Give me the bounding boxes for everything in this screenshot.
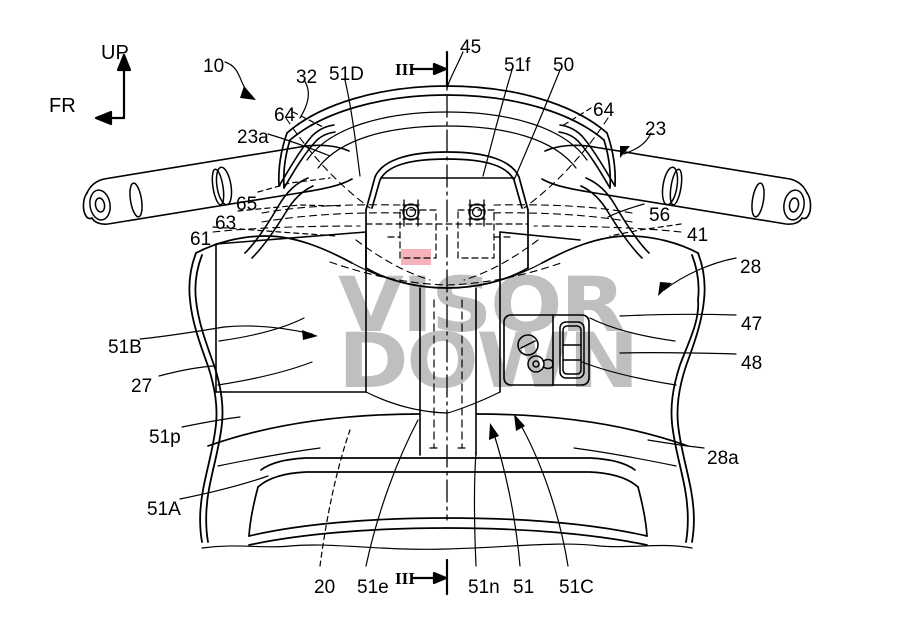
- left-grip-end-cap: [89, 189, 111, 221]
- left-grip-flange: [211, 166, 233, 206]
- phantom-lines: [212, 117, 682, 286]
- callout-48: 48: [741, 353, 763, 374]
- orientation-fr-label: FR: [49, 95, 76, 117]
- callout-65: 65: [236, 194, 258, 215]
- rocker-switch: [559, 321, 585, 379]
- callout-63: 63: [215, 213, 237, 234]
- callout-23a: 23a: [237, 127, 269, 148]
- lower-cowl-apron: [207, 413, 689, 546]
- leader-lines-bottom: [319, 414, 569, 567]
- ignition-switch-module: [503, 314, 590, 386]
- cowl-inner-panel: [215, 231, 367, 393]
- cowl-face-detail-arcs: [351, 262, 543, 414]
- callout-28a: 28a: [707, 448, 739, 469]
- callout-32: 32: [296, 67, 318, 88]
- section-marker-top-label: III: [395, 60, 415, 79]
- bottom-ground-line: [201, 543, 693, 550]
- callout-51e: 51e: [357, 577, 389, 598]
- windscreen-inner-arc: [306, 111, 588, 169]
- callout-56: 56: [649, 205, 671, 226]
- callout-64-right: 64: [593, 100, 615, 121]
- callout-64-left: 64: [274, 105, 296, 126]
- center-column-hidden: [429, 299, 467, 449]
- callout-51D: 51D: [329, 64, 364, 85]
- section-marker-bottom: [410, 558, 449, 596]
- ignition-key-barrel: [517, 334, 554, 373]
- cowl-crease-left: [217, 317, 321, 467]
- cowl-outer-left-edge: [188, 252, 224, 543]
- windscreen-outline: [286, 85, 608, 141]
- orientation-indicator: [94, 53, 132, 126]
- right-grip-collar-inner: [751, 182, 765, 218]
- callout-51A: 51A: [147, 499, 181, 520]
- callout-45: 45: [460, 37, 482, 58]
- section-marker-top: [410, 50, 449, 88]
- leader-lines-left: [139, 177, 341, 500]
- center-column: [419, 287, 477, 456]
- orientation-up-label: UP: [101, 42, 129, 64]
- cowl-inner-panel-right: [499, 231, 581, 393]
- cowl-outer-right-edge: [670, 252, 706, 543]
- instrument-pod-outline: [365, 151, 529, 211]
- callout-51C: 51C: [559, 577, 594, 598]
- callout-51f: 51f: [504, 55, 531, 76]
- meter-mount-left: [402, 199, 420, 227]
- cowl-crease-right: [573, 317, 677, 467]
- callout-50: 50: [553, 55, 575, 76]
- callout-41: 41: [687, 225, 709, 246]
- right-cowl-brace: [558, 124, 650, 259]
- meter-hidden-brackets: [365, 209, 529, 259]
- callout-51B: 51B: [108, 337, 142, 358]
- callout-51p: 51p: [149, 427, 181, 448]
- callout-61: 61: [190, 229, 212, 250]
- callout-47: 47: [741, 314, 763, 335]
- callout-10: 10: [203, 56, 225, 77]
- callout-23: 23: [645, 119, 667, 140]
- callout-51n: 51n: [468, 577, 500, 598]
- right-grip-end-cap: [783, 189, 805, 221]
- leader-lines-top: [224, 51, 652, 181]
- section-marker-bottom-label: III: [395, 569, 415, 588]
- right-handlebar: [541, 144, 812, 225]
- callout-28: 28: [740, 257, 762, 278]
- windscreen-side-edges: [277, 132, 617, 189]
- left-grip-collar-inner: [129, 182, 143, 218]
- right-grip-flange: [661, 166, 683, 206]
- meter-mount-right: [468, 199, 486, 227]
- left-handlebar: [82, 144, 353, 225]
- callout-27: 27: [131, 376, 153, 397]
- leader-lines-right: [607, 203, 737, 449]
- callout-20: 20: [314, 577, 336, 598]
- highlight-patch: [401, 249, 431, 265]
- callout-51: 51: [513, 577, 535, 598]
